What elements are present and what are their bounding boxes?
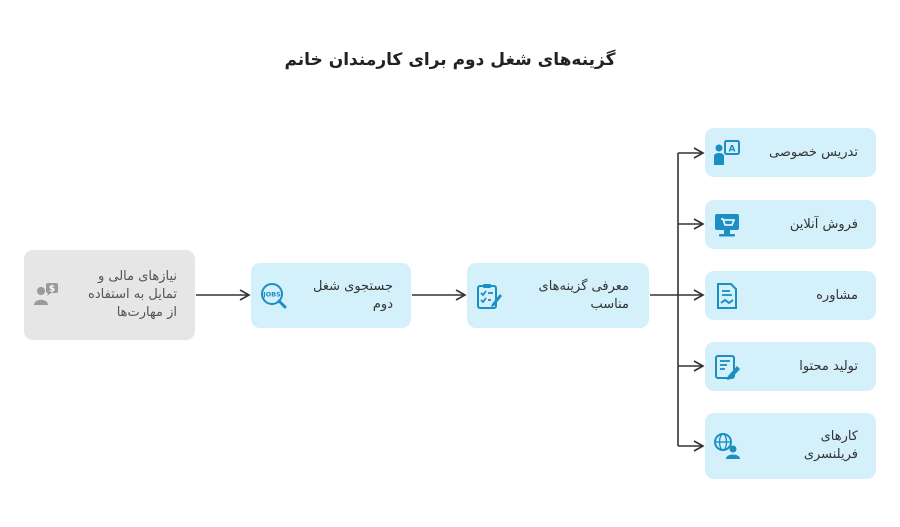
node-suitable-options: معرفی گزینه‌های مناسب (467, 263, 649, 328)
checklist-icon (475, 282, 503, 310)
node-suitable-options-label: معرفی گزینه‌های مناسب (538, 278, 629, 312)
node-freelancing: کارهای فریلنسری (705, 413, 876, 479)
node-job-search-label: جستجوی شغل دوم (313, 278, 393, 312)
node-financial-needs: نیازهای مالی و تمایل به استفاده از مهارت… (24, 250, 195, 340)
online-shop-icon (713, 211, 741, 239)
node-private-tutoring: تدریس خصوصی A (705, 128, 876, 177)
person-money-icon: $ (32, 281, 60, 309)
freelancer-globe-icon (713, 432, 741, 460)
jobs-search-icon: JOBS (259, 282, 287, 310)
diagram-title: گزینه‌های شغل دوم برای کارمندان خانم (284, 50, 616, 70)
node-consulting-label: مشاوره (816, 287, 858, 303)
content-writing-icon (713, 353, 741, 381)
node-online-sales: فروش آنلاین (705, 200, 876, 249)
jobs-icon-text: JOBS (262, 290, 281, 298)
svg-text:$: $ (49, 285, 55, 295)
node-content-creation-label: تولید محتوا (799, 358, 858, 374)
node-financial-needs-label: نیازهای مالی و تمایل به استفاده از مهارت… (88, 269, 177, 320)
teacher-board-icon: A (713, 139, 741, 167)
node-consulting: مشاوره (705, 271, 876, 320)
node-content-creation: تولید محتوا (705, 342, 876, 391)
node-online-sales-label: فروش آنلاین (789, 216, 858, 232)
node-freelancing-label: کارهای فریلنسری (803, 429, 858, 462)
teacher-board-letter: A (729, 144, 736, 154)
node-job-search: جستجوی شغل دوم JOBS (251, 263, 411, 328)
node-private-tutoring-label: تدریس خصوصی (769, 144, 858, 160)
consulting-document-icon (713, 282, 741, 310)
